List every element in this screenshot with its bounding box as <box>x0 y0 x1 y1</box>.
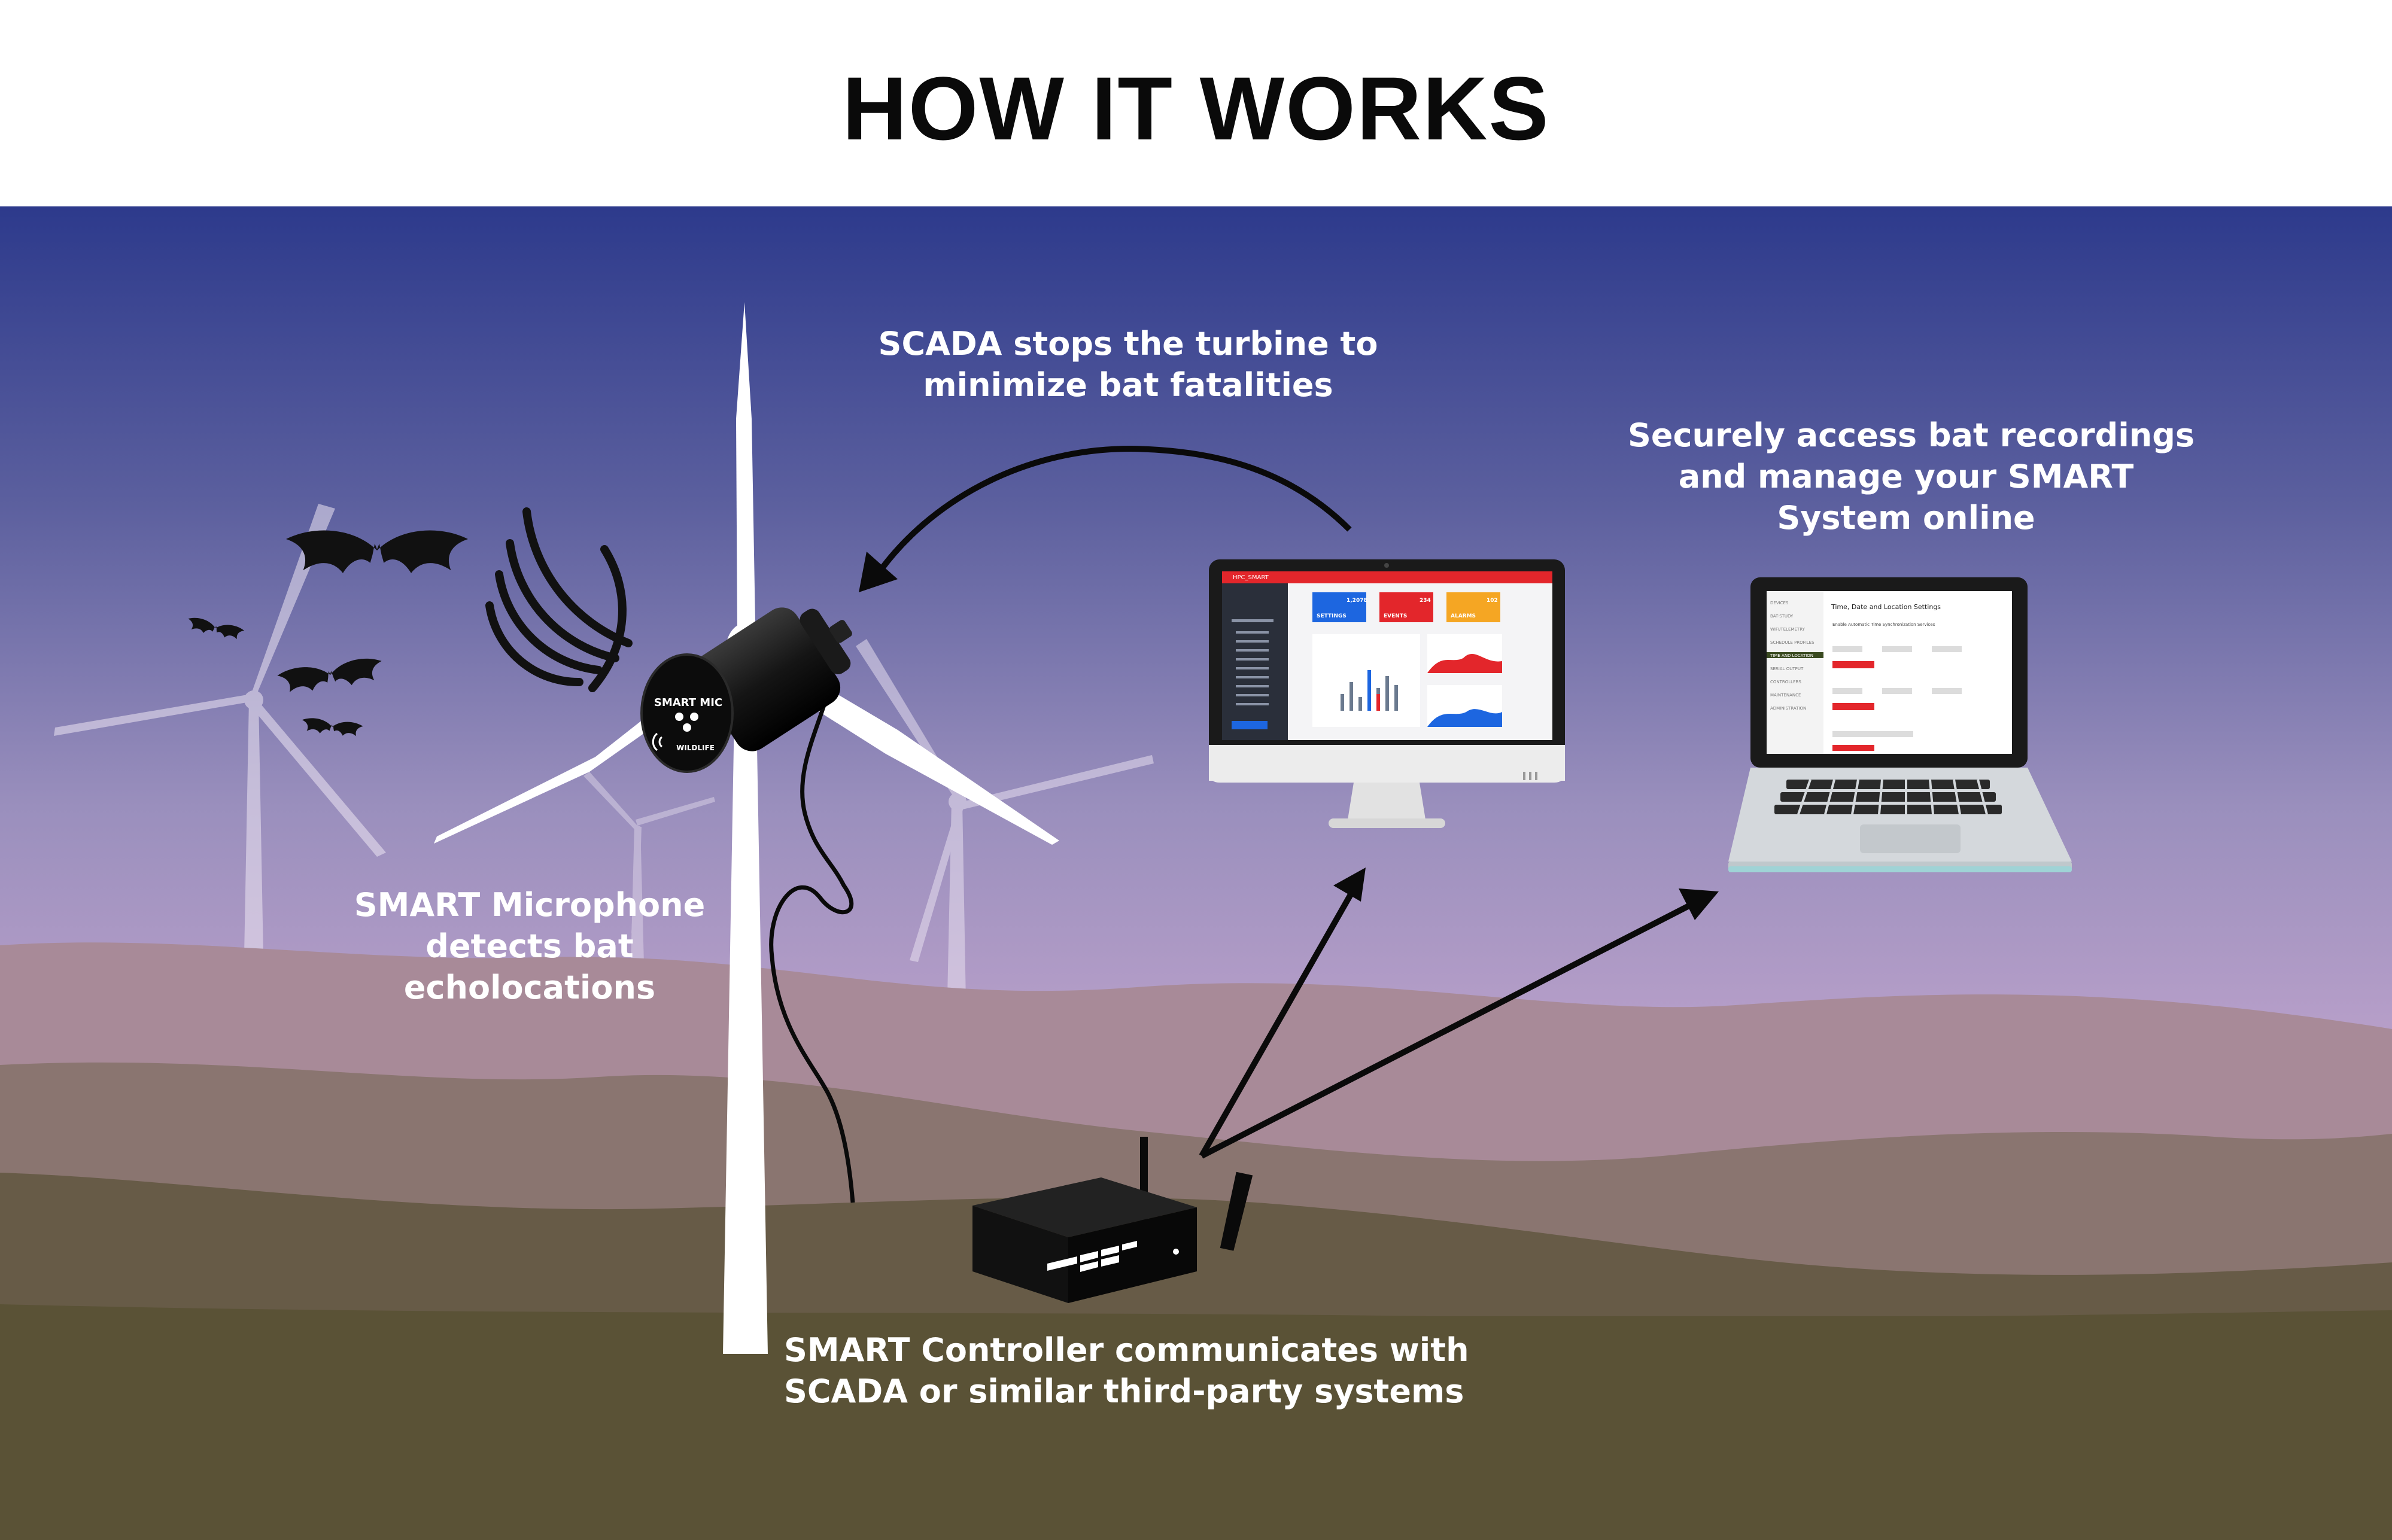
laptop-menu-2: WIFI/TELEMETRY <box>1770 627 1806 632</box>
page-title: HOW IT WORKS <box>842 58 1550 159</box>
laptop-menu-4: TIME AND LOCATION <box>1770 653 1813 658</box>
arrow-to-laptop <box>1200 900 1695 1159</box>
turbine-blade-top <box>736 302 755 634</box>
label-controller-line-2: SCADA or similar third-party systems <box>784 1372 1464 1411</box>
label-mic-line-3: echolocations <box>403 969 656 1007</box>
scada-arrowhead <box>859 552 898 592</box>
header-band <box>0 0 2392 206</box>
laptop-checkbox-label: Enable Automatic Time Synchronization Se… <box>1832 622 1935 627</box>
mic-cable <box>769 650 855 1203</box>
label-microphone: SMART Microphone detects bat echolocatio… <box>335 884 724 1008</box>
laptop-menu-3: SCHEDULE PROFILES <box>1770 640 1814 645</box>
turbine-tower <box>723 646 768 1354</box>
smart-mic-device: SMART MIC WILDLIFE <box>640 607 852 773</box>
arrow-to-monitor-head <box>1333 868 1366 902</box>
scada-arrow <box>877 445 1352 573</box>
mic-brand: SMART MIC <box>654 696 722 709</box>
label-online-line-1: Securely access bat recordings <box>1628 416 2195 454</box>
sound-waves-outer <box>588 545 627 692</box>
label-online-line-2: and manage your SMART <box>1678 458 2134 496</box>
laptop-menu-5: SERIAL OUTPUT <box>1770 666 1804 671</box>
laptop-menu-8: ADMINISTRATION <box>1770 706 1806 711</box>
tile-label-alarms: ALARMS <box>1451 613 1476 619</box>
laptop-heading: Time, Date and Location Settings <box>1831 603 1941 611</box>
laptop-menu-0: DEVICES <box>1770 601 1789 605</box>
label-mic-line-2: detects bat <box>425 927 634 966</box>
label-scada-line-1: SCADA stops the turbine to <box>878 325 1378 363</box>
ground <box>0 1316 2392 1540</box>
desktop-monitor: HPC_SMART SETTINGS EVENTS ALARMS <box>1209 559 1565 828</box>
label-controller-line-1: SMART Controller communicates with <box>784 1331 1469 1369</box>
tile-label-settings: SETTINGS <box>1317 613 1347 619</box>
tile-value-events: 234 <box>1420 598 1431 604</box>
tile-value-alarms: 102 <box>1487 598 1498 604</box>
arrow-to-laptop-head <box>1679 888 1719 920</box>
arrow-to-monitor <box>1199 893 1354 1158</box>
label-controller: SMART Controller communicates with SCADA… <box>784 1329 1469 1412</box>
label-online-line-3: System online <box>1777 499 2035 537</box>
sound-waves-icon <box>485 507 633 687</box>
laptop-menu-1: BAT-STUDY <box>1770 614 1794 619</box>
laptop-menu-7: MAINTENANCE <box>1770 693 1801 698</box>
laptop-menu-6: CONTROLLERS <box>1770 680 1801 684</box>
label-online-access: Securely access bat recordings and manag… <box>1628 415 2195 538</box>
laptop: DEVICES BAT-STUDY WIFI/TELEMETRY SCHEDUL… <box>1728 577 2072 872</box>
background-turbine-small <box>583 772 715 987</box>
label-scada-line-2: minimize bat fatalities <box>923 366 1333 404</box>
label-mic-line-1: SMART Microphone <box>354 886 706 924</box>
monitor-brand: HPC_SMART <box>1233 574 1269 581</box>
mic-logo: WILDLIFE <box>676 744 715 752</box>
smart-controller-device <box>972 1137 1253 1303</box>
label-scada: SCADA stops the turbine to minimize bat … <box>874 323 1382 406</box>
background-turbine-left <box>54 504 386 1083</box>
tile-label-events: EVENTS <box>1384 613 1407 619</box>
tile-value-settings: 1,2078 <box>1347 598 1367 604</box>
